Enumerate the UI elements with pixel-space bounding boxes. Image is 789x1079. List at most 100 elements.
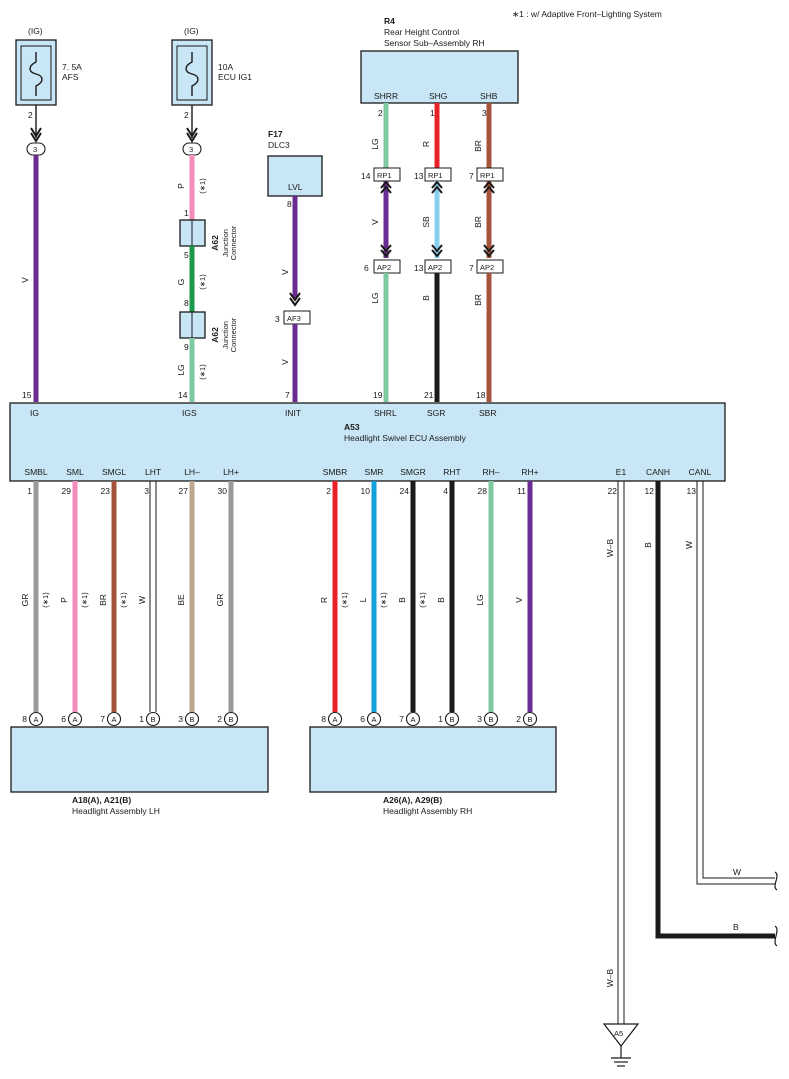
fuse-ecu-ig1-rating: 10A — [218, 62, 233, 72]
fuse-afs-pin: 2 — [28, 110, 33, 120]
rh-wire-code-0: R — [319, 597, 329, 603]
wire-code-canh-h: B — [733, 922, 739, 932]
ecu-term-12: E1 — [616, 467, 627, 477]
lh-connector-3 — [145, 711, 161, 727]
ecu-term-7: SMR — [365, 467, 384, 477]
ap2-label-2: AP2 — [428, 263, 442, 272]
lh-wire-code-1: P — [59, 597, 69, 603]
chevron-icon — [30, 132, 42, 143]
lh-pin-1: 6 — [61, 714, 66, 724]
lh-wire-code-2: BR — [98, 594, 108, 606]
rh-wire-code-4: LG — [475, 594, 485, 605]
r4-term-shrr: SHRR — [374, 91, 398, 101]
f17-pin: 8 — [287, 199, 292, 209]
rh-wire-code-2: B — [397, 597, 407, 603]
ecu-bottom-terminals: SMBL1SML29SMGL23LHT3LH–27LH+30SMBR2SMR10… — [24, 467, 711, 496]
wire-code-sg-mid: SB — [421, 216, 431, 228]
lh-pin-3: 1 — [139, 714, 144, 724]
ecu-term-8: SMGR — [400, 467, 426, 477]
chevron-icon — [30, 127, 42, 138]
ecu-pin-igs: 14 — [178, 390, 188, 400]
jc2-pin-out: 9 — [184, 342, 189, 352]
ecu-pin-bottom-9: 4 — [443, 486, 448, 496]
chevron-icon — [186, 127, 198, 138]
wire-break-icon — [774, 925, 778, 947]
chevron-up-icon — [380, 180, 392, 194]
rh-wire-code-1: L — [358, 597, 368, 602]
wire-code-shr-mid: V — [370, 219, 380, 225]
wire-code-init-bot: V — [280, 359, 290, 365]
lh-wire-code-3: W — [137, 596, 147, 604]
rh-wire-group: R(∗1)A8SMBRL(∗1)A6SMRB(∗1)A7SMGRBB1RHB1L… — [319, 481, 542, 743]
lh-connector-label-2: A — [111, 715, 116, 724]
rh-connector-label-2: A — [410, 715, 415, 724]
af3-pin: 3 — [275, 314, 280, 324]
ap2-label-3: AP2 — [480, 263, 494, 272]
lh-connector-label-4: B — [189, 715, 194, 724]
lh-wire-code-0: GR — [20, 594, 30, 607]
lh-connector-0 — [28, 711, 44, 727]
footnote-text: ∗1 : w/ Adaptive Front–Lighting System — [512, 9, 662, 19]
rh-connector-label-0: A — [332, 715, 337, 724]
ap2-pin-3: 7 — [469, 263, 474, 273]
ecu-term-0: SMBL — [24, 467, 47, 477]
rp1-label-2: RP1 — [428, 171, 443, 180]
ecu-term-13: CANH — [646, 467, 670, 477]
jc1-title1: Junction — [221, 229, 230, 257]
chevron-down-icon — [431, 244, 443, 258]
ecu-pin-bottom-4: 27 — [179, 486, 189, 496]
wire-code-init-top: V — [280, 269, 290, 275]
wire-code-e1-bot: W–B — [605, 968, 615, 987]
ecu-term-sgr: SGR — [427, 408, 445, 418]
lh-connector-label-1: A — [72, 715, 77, 724]
wire-code-sb-top: BR — [473, 140, 483, 152]
rh-star1-2: (∗1) — [418, 592, 427, 608]
ecu-pin-sbr: 18 — [476, 390, 486, 400]
rh-star1-0: (∗1) — [340, 592, 349, 608]
wire-code-igs-bot: LG — [176, 364, 186, 375]
af3-label: AF3 — [287, 314, 301, 323]
r4-title1: Rear Height Control — [384, 27, 459, 37]
rh-code: A26(A), A29(B) — [383, 795, 442, 805]
headlight-rh-box — [309, 726, 557, 793]
ecu-pin-bottom-10: 28 — [478, 486, 488, 496]
ecu-term-shrl: SHRL — [374, 408, 397, 418]
jc2-pin-in: 8 — [184, 298, 189, 308]
star1-igs-mid: (∗1) — [198, 274, 207, 290]
ecu-pin-bottom-5: 30 — [218, 486, 228, 496]
rh-pin-3: 1 — [438, 714, 443, 724]
lh-connector-label-0: A — [33, 715, 38, 724]
jc2-code: A62 — [210, 327, 220, 343]
ap2-pin-1: 6 — [364, 263, 369, 273]
ecu-term-9: RHT — [443, 467, 460, 477]
wire-code-shr-bot: LG — [370, 292, 380, 303]
wire-code-canl-h: W — [733, 867, 741, 877]
rp1-label-3: RP1 — [480, 171, 495, 180]
wire-code-igs-mid: G — [176, 279, 186, 286]
ecu-pin-bottom-12: 22 — [608, 486, 618, 496]
lh-connector-4 — [184, 711, 200, 727]
fuse-ecu-ig1-label: ECU IG1 — [218, 72, 252, 82]
star1-igs-top: (∗1) — [198, 178, 207, 194]
rh-title: Headlight Assembly RH — [383, 806, 472, 816]
rh-connector-2 — [405, 711, 421, 727]
star1-igs-bot: (∗1) — [198, 364, 207, 380]
ecu-pin-bottom-3: 3 — [144, 486, 149, 496]
chevron-icon — [289, 292, 301, 302]
lh-connector-label-5: B — [228, 715, 233, 724]
jc1-title2: Connector — [229, 225, 238, 260]
ecu-pin-bottom-6: 2 — [326, 486, 331, 496]
fuse-afs-label: AFS — [62, 72, 79, 82]
fuse-ecu-ig1-pin: 2 — [184, 110, 189, 120]
fuse-ecu-ig1-supply: (IG) — [184, 26, 199, 36]
chevron-icon — [186, 132, 198, 143]
rh-pin-2: 7 — [399, 714, 404, 724]
rh-pin-4: 3 — [477, 714, 482, 724]
fuse-afs: (IG) 7. 5A AFS 2 — [15, 26, 82, 120]
wire-code-shr-top: LG — [370, 138, 380, 149]
ap2-label-1: AP2 — [377, 263, 391, 272]
ecu-a53-box — [9, 402, 726, 482]
r4-title2: Sensor Sub–Assembly RH — [384, 38, 485, 48]
lh-star1-1: (∗1) — [80, 592, 89, 608]
rp1-pin-3: 7 — [469, 171, 474, 181]
